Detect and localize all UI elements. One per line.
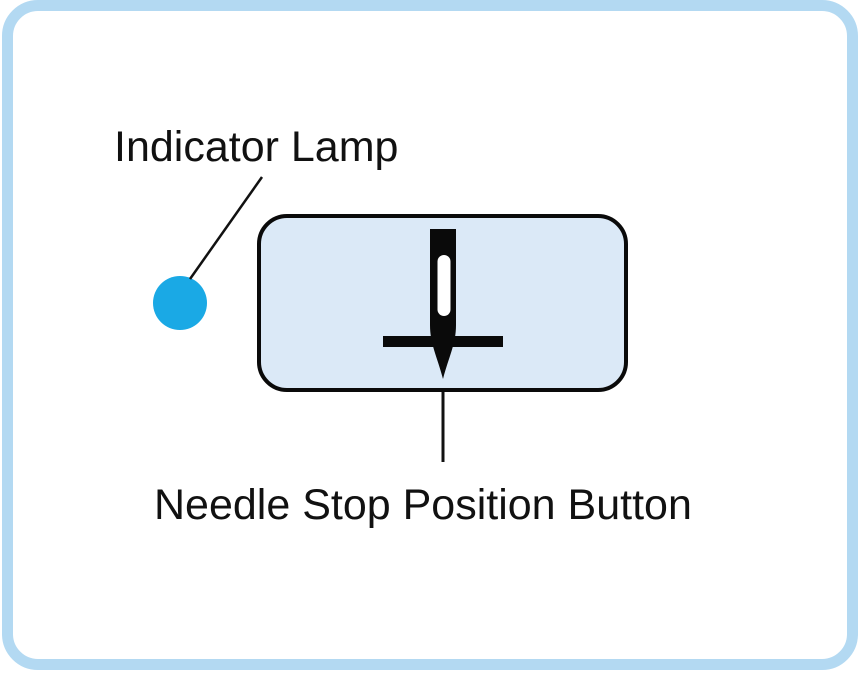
needle-down-icon: [383, 229, 503, 379]
indicator-lamp-dot: [153, 276, 207, 330]
needle-stop-position-label: Needle Stop Position Button: [154, 481, 692, 529]
indicator-lamp-label: Indicator Lamp: [114, 123, 399, 171]
needle-stop-position-button[interactable]: [257, 214, 628, 392]
